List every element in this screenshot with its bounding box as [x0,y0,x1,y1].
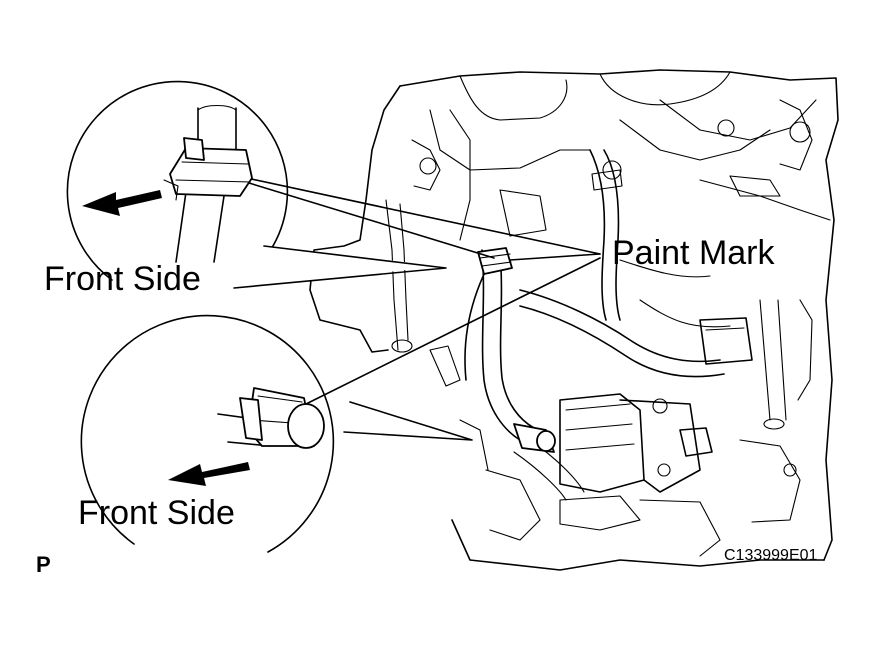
bottom-inset-callout [80,314,473,553]
front-side-label-bottom: Front Side [78,494,235,532]
view-letter: P [36,552,51,577]
figure-code: C133999E01 [724,547,818,564]
front-direction-arrow-bottom-icon [168,462,250,486]
front-direction-arrow-top-icon [82,190,162,216]
engine-block-drawing [309,69,839,571]
paint-mark-label: Paint Mark [612,234,775,272]
top-inset-callout [66,80,447,290]
front-side-label-top: Front Side [44,260,201,298]
